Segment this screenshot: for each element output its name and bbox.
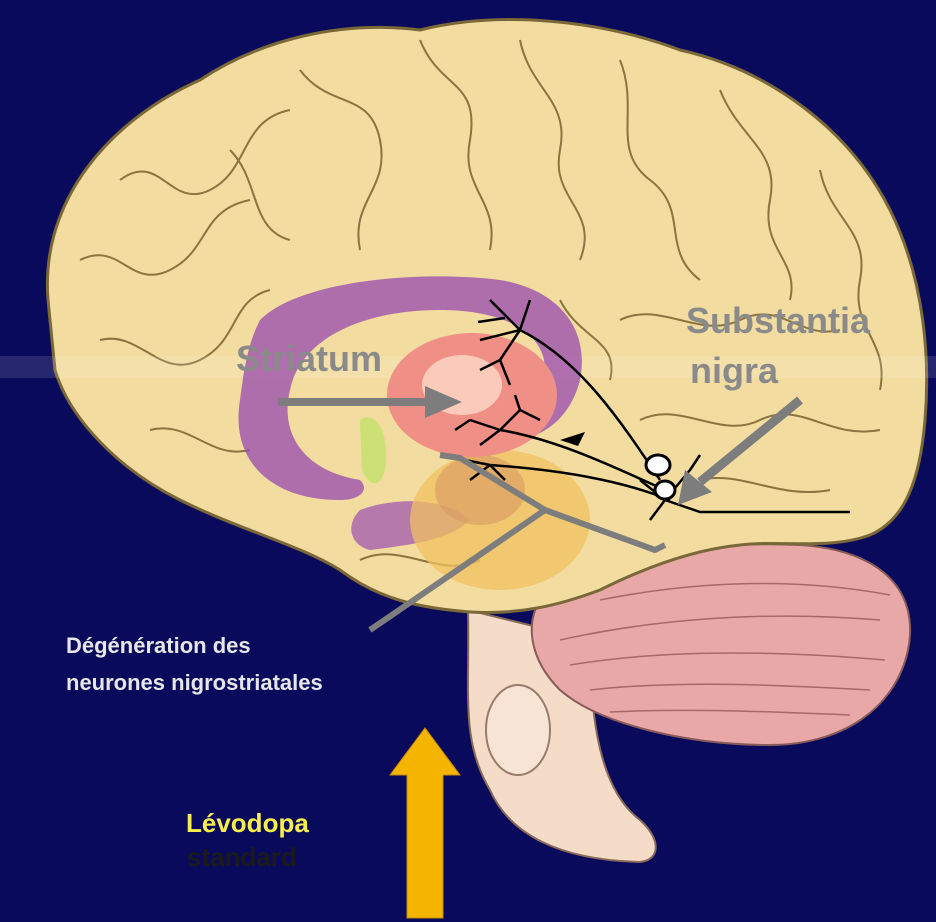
neuron-soma bbox=[646, 455, 670, 475]
label-striatum: Striatum bbox=[236, 338, 382, 380]
pons bbox=[486, 685, 550, 775]
label-substantia-nigra-line2: nigra bbox=[690, 350, 778, 392]
neuron-soma-2 bbox=[655, 481, 675, 499]
label-degeneration-line2: neurones nigrostriatales bbox=[66, 670, 323, 696]
label-levodopa: Lévodopa bbox=[186, 808, 309, 839]
label-degeneration-line1: Dégénération des bbox=[66, 633, 251, 659]
label-substantia-nigra-line1: Substantia bbox=[686, 300, 870, 342]
label-standard: standard bbox=[187, 842, 297, 873]
levodopa-arrow bbox=[390, 728, 460, 918]
